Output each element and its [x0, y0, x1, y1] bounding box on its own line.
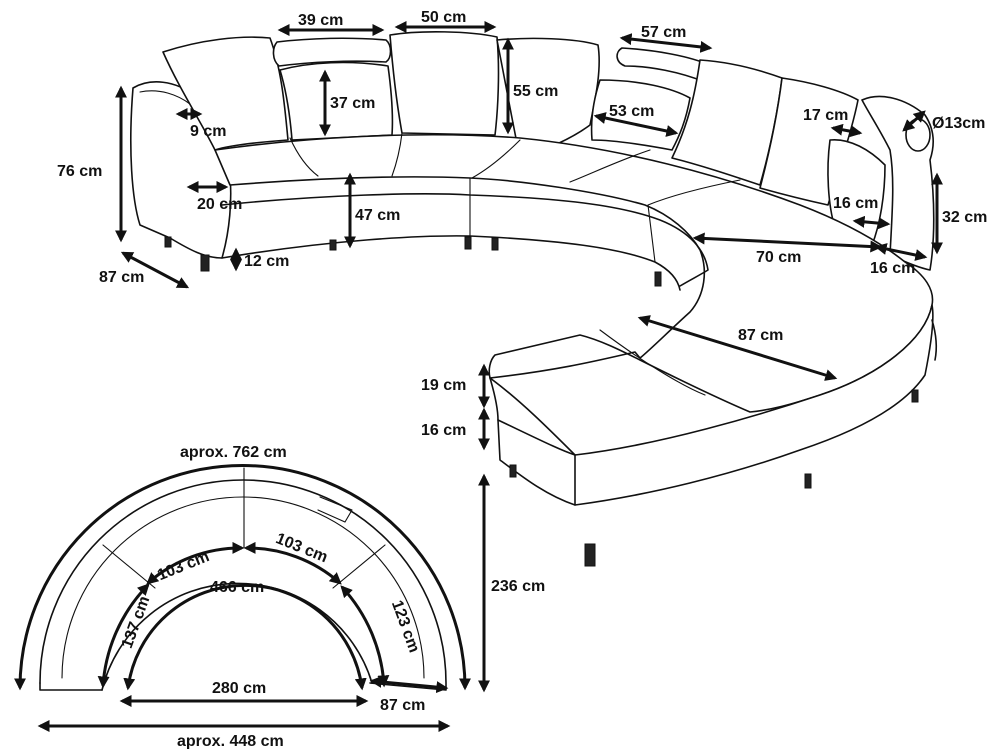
label-47: 47 cm [355, 207, 400, 224]
sofa-leg [491, 237, 499, 251]
label-448: aprox. 448 cm [177, 733, 284, 749]
label-103-right: 103 cm [273, 530, 330, 566]
label-19: 19 cm [421, 377, 466, 394]
label-236: 236 cm [491, 578, 545, 595]
label-123: 123 cm [388, 598, 423, 655]
label-32: 32 cm [942, 209, 987, 226]
label-137: 137 cm [119, 594, 154, 651]
sofa-leg [329, 239, 337, 251]
label-70: 70 cm [756, 249, 801, 266]
label-87-right: 87 cm [738, 327, 783, 344]
label-87-plan: 87 cm [380, 697, 425, 714]
sofa-leg [804, 473, 812, 489]
seat-front [221, 193, 709, 287]
sofa-leg [464, 236, 472, 250]
back-pillow-3 [389, 31, 500, 136]
label-diameter-13: Ø13cm [932, 115, 985, 132]
label-57: 57 cm [641, 24, 686, 41]
label-16-bottom: 16 cm [870, 260, 915, 277]
label-9: 9 cm [190, 123, 226, 140]
back-pillow-2 [279, 61, 394, 141]
sofa-leg [164, 236, 172, 248]
sofa-leg [509, 464, 517, 478]
sofa-leg [200, 254, 210, 272]
back-bolster-1 [272, 37, 392, 67]
label-53: 53 cm [609, 103, 654, 120]
sofa-leg [584, 543, 596, 567]
label-17: 17 cm [803, 107, 848, 124]
label-87-left: 87 cm [99, 269, 144, 286]
label-466: 466 cm [210, 579, 264, 596]
label-16-top: 16 cm [833, 195, 878, 212]
label-103-left: 103 cm [155, 548, 212, 584]
label-20: 20 cm [197, 196, 242, 213]
label-762: aprox. 762 cm [180, 444, 287, 461]
sofa-leg [654, 271, 662, 287]
plan-view [14, 464, 471, 732]
label-16-base: 16 cm [421, 422, 466, 439]
chaise-front [489, 304, 934, 506]
label-12: 12 cm [244, 253, 289, 270]
label-39: 39 cm [298, 12, 343, 29]
label-50: 50 cm [421, 9, 466, 26]
label-76: 76 cm [57, 163, 102, 180]
label-280: 280 cm [212, 680, 266, 697]
dimension-arrows [115, 21, 943, 693]
label-55: 55 cm [513, 83, 558, 100]
label-37: 37 cm [330, 95, 375, 112]
sofa-leg [911, 389, 919, 403]
